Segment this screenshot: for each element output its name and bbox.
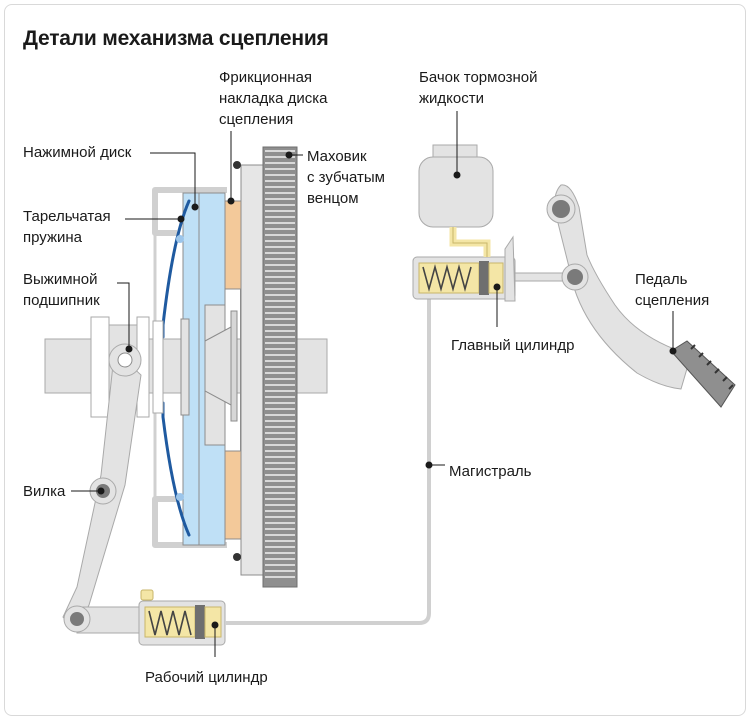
hydraulic-line bbox=[225, 295, 431, 625]
label-friction-lining: Фрикционная накладка диска сцепления bbox=[219, 69, 328, 128]
label-fluid-reservoir: Бачок тормозной жидкости bbox=[419, 69, 538, 107]
label-diaphragm-spring: Тарельчатая пружина bbox=[23, 208, 111, 246]
label-pressure-plate: Нажимной диск bbox=[23, 144, 132, 161]
label-flywheel: Маховик с зубчатым венцом bbox=[307, 148, 385, 207]
diagram-title: Детали механизма сцепления bbox=[23, 27, 329, 50]
flywheel-ring-gear bbox=[262, 146, 298, 588]
master-cylinder bbox=[412, 235, 574, 302]
diaphragm-spring-pivots bbox=[176, 235, 184, 501]
fluid-reservoir bbox=[418, 144, 494, 257]
label-fork: Вилка bbox=[23, 483, 66, 500]
clutch-disc-hub bbox=[180, 289, 242, 451]
clutch-diagram bbox=[44, 111, 736, 657]
diagram-frame: Детали механизма сцепления bbox=[4, 4, 746, 716]
label-slave-cylinder: Рабочий цилиндр bbox=[145, 669, 268, 686]
leader-lines bbox=[71, 111, 677, 657]
label-clutch-pedal: Педаль сцепления bbox=[635, 271, 710, 309]
clutch-pedal bbox=[546, 184, 736, 408]
label-hydraulic-line: Магистраль bbox=[449, 463, 532, 480]
label-release-bearing: Выжимной подшипник bbox=[23, 271, 100, 309]
label-master-cylinder: Главный цилиндр bbox=[451, 337, 575, 354]
diaphragm-spring bbox=[161, 199, 191, 537]
slave-cylinder bbox=[138, 589, 226, 646]
